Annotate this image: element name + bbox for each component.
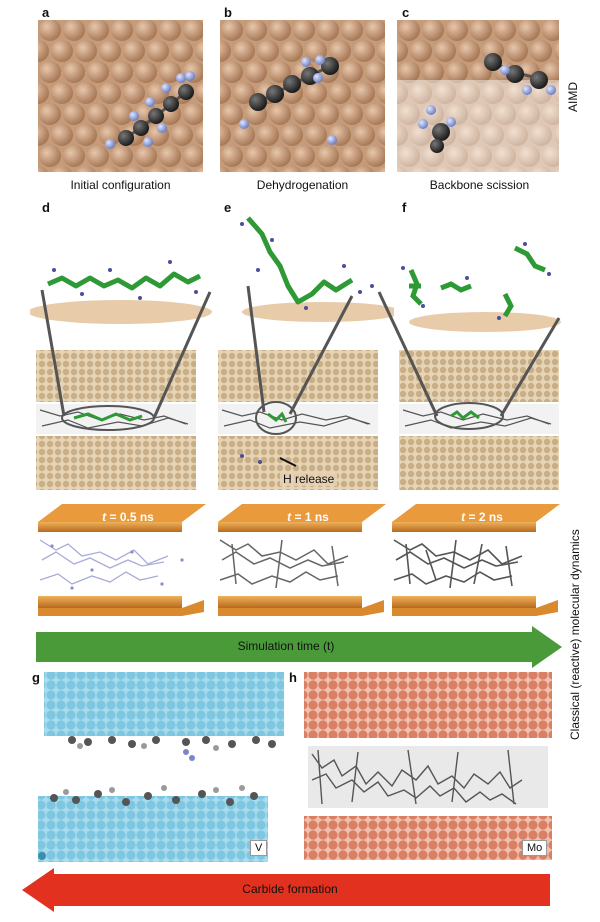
panel-d-image [30, 260, 212, 490]
side-label-classical: Classical (reactive) molecular dynamics [568, 529, 582, 740]
panel-label-c: c [402, 5, 410, 20]
caption-c: Backbone scission [429, 178, 530, 192]
snapshot-1 [38, 504, 206, 616]
caption-b: Dehydrogenation [256, 178, 349, 192]
snapshot-3 [392, 504, 560, 616]
carbide-formation-arrow [22, 868, 550, 912]
panel-b-image [220, 20, 385, 172]
panel-a-image [38, 20, 203, 172]
panel-label-g: g [32, 670, 40, 685]
element-label-v: V [250, 840, 268, 856]
panel-label-b: b [224, 5, 232, 20]
snapshot-2 [218, 504, 386, 616]
panel-label-e: e [224, 200, 232, 215]
time-label-1: t = 0.5 ns [102, 510, 154, 524]
simulation-time-arrow [36, 626, 562, 668]
panel-label-h: h [289, 670, 297, 685]
h-release-label: H release [280, 472, 338, 486]
panel-c-image [397, 20, 559, 172]
element-label-mo: Mo [522, 840, 548, 856]
panel-g-image [38, 672, 284, 862]
side-label-aimd: AIMD [566, 82, 580, 112]
panel-label-a: a [42, 5, 50, 20]
simulation-time-label: Simulation time (t) [237, 639, 335, 653]
carbide-formation-label: Carbide formation [242, 882, 338, 896]
time-label-3: t = 2 ns [461, 510, 503, 524]
panel-label-d: d [42, 200, 50, 215]
panel-h-image [304, 672, 552, 860]
panel-e-image [218, 216, 394, 490]
time-label-2: t = 1 ns [287, 510, 329, 524]
panel-f-image [377, 242, 561, 490]
panel-label-f: f [402, 200, 407, 215]
caption-a: Initial configuration [70, 178, 171, 192]
